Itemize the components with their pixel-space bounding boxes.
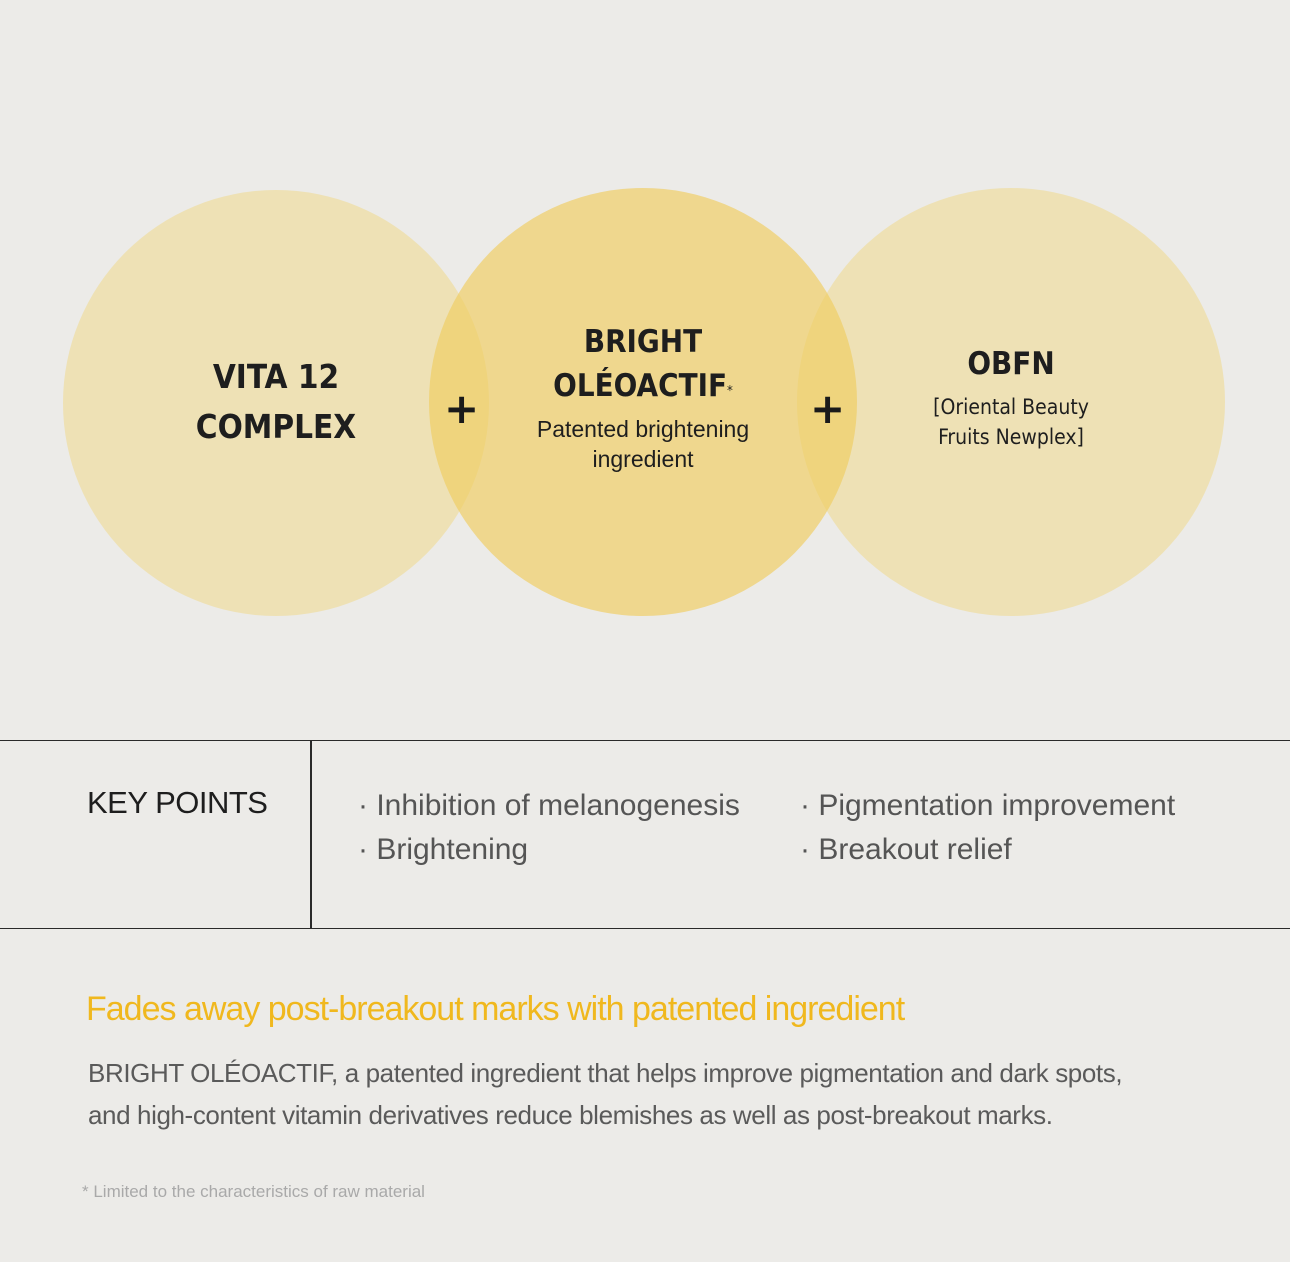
body-line1: BRIGHT OLÉOACTIF, a patented ingredient … bbox=[88, 1058, 1123, 1088]
obfn-subtitle: [Oriental Beauty Fruits Newplex] bbox=[797, 392, 1225, 452]
bright-oleoactif-label: BRIGHT OLÉOACTIF* bbox=[429, 320, 857, 408]
key-point-item: · Brightening bbox=[358, 833, 529, 866]
bright-oleoactif-subtitle: Patented brightening ingredient bbox=[429, 414, 857, 474]
obfn-subtitle-line1: [Oriental Beauty bbox=[933, 395, 1089, 419]
vita12-line1: VITA 12 bbox=[212, 357, 340, 396]
bright-oleoactif-subtitle-line2: ingredient bbox=[592, 446, 694, 472]
key-point-item: · Pigmentation improvement bbox=[800, 789, 1176, 822]
bright-oleoactif-subtitle-line1: Patented brightening bbox=[536, 416, 750, 442]
bright-oleoactif-name: OLÉOACTIF bbox=[553, 368, 728, 404]
plus-icon: + bbox=[810, 384, 846, 433]
obfn-circle: OBFN [Oriental Beauty Fruits Newplex] bbox=[797, 188, 1225, 616]
body-line2: and high-content vitamin derivatives red… bbox=[88, 1100, 1053, 1130]
key-point-item: · Breakout relief bbox=[800, 833, 1012, 866]
key-point-item: · Inhibition of melanogenesis bbox=[358, 789, 740, 822]
key-points-section: KEY POINTS · Inhibition of melanogenesis… bbox=[0, 740, 1290, 929]
footnote: * Limited to the characteristics of raw … bbox=[82, 1182, 425, 1201]
bright-oleoactif-circle: BRIGHT OLÉOACTIF* Patented brightening i… bbox=[429, 188, 857, 616]
key-points-title: KEY POINTS bbox=[87, 785, 268, 820]
bright-oleoactif-line1: BRIGHT bbox=[583, 324, 703, 360]
vita12-label: VITA 12 COMPLEX bbox=[63, 352, 489, 452]
ingredient-diagram: VITA 12 COMPLEX OBFN [Oriental Beauty Fr… bbox=[63, 188, 1225, 616]
vita12-circle: VITA 12 COMPLEX bbox=[63, 190, 489, 616]
bright-oleoactif-line2: OLÉOACTIF* bbox=[429, 364, 857, 408]
obfn-subtitle-line2: Fruits Newplex] bbox=[938, 425, 1084, 449]
body-description: BRIGHT OLÉOACTIF, a patented ingredient … bbox=[88, 1052, 1238, 1136]
vita12-line2: COMPLEX bbox=[195, 407, 357, 446]
obfn-label: OBFN bbox=[967, 346, 1055, 382]
headline: Fades away post-breakout marks with pate… bbox=[86, 990, 905, 1028]
plus-icon: + bbox=[444, 384, 480, 433]
footnote-asterisk: * bbox=[727, 384, 733, 399]
key-points-divider bbox=[310, 741, 312, 928]
